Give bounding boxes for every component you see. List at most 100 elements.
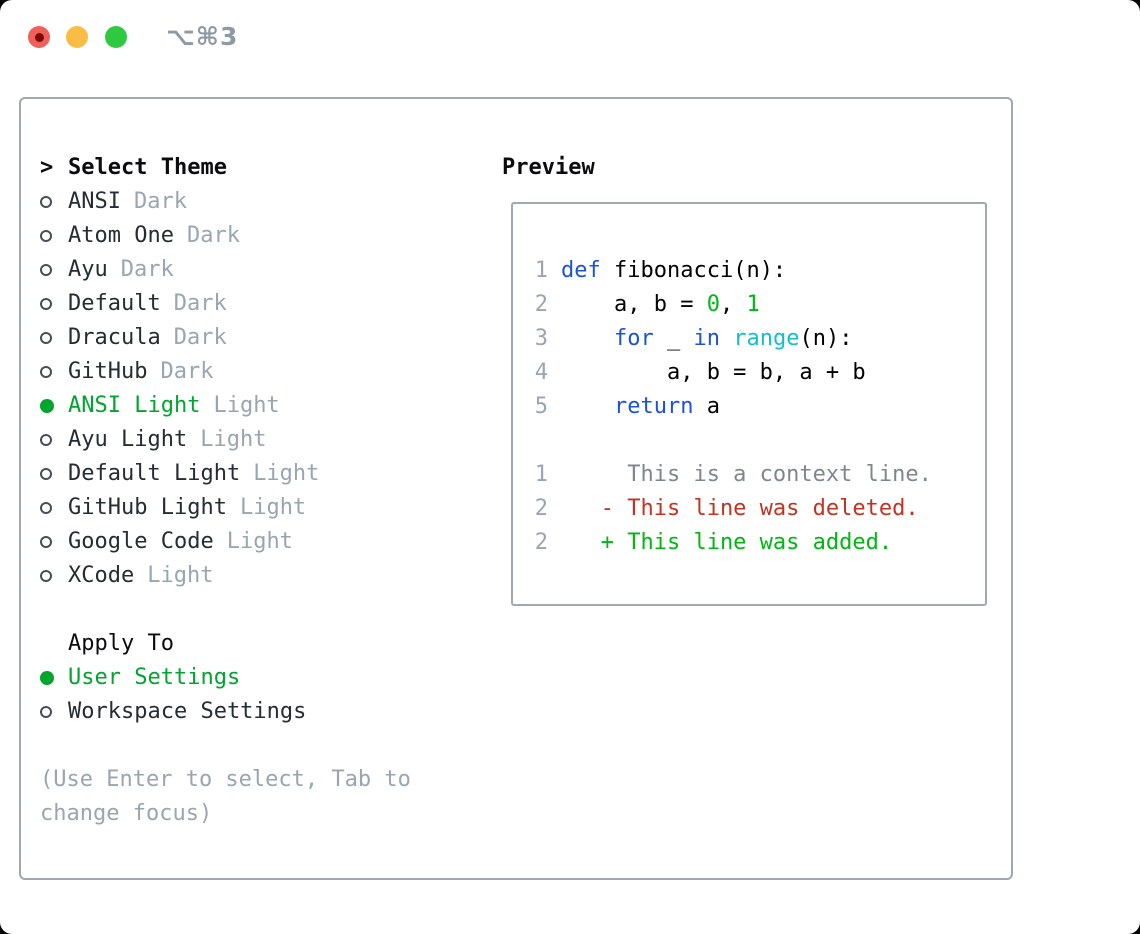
theme-option[interactable]: ANSI Light Light [40, 389, 470, 423]
code-line: 5 return a [534, 390, 985, 424]
apply-to-label: Apply To [68, 631, 174, 656]
theme-name: Atom One [68, 223, 174, 248]
theme-variant: Light [226, 529, 293, 554]
theme-variant: Dark [186, 223, 240, 248]
theme-variant: Light [213, 393, 280, 418]
code-line: 2 + This line was added. [534, 526, 985, 560]
apply-option[interactable]: User Settings [40, 661, 470, 695]
theme-name: ANSI [68, 189, 121, 214]
code-text: - This line was deleted. [561, 496, 919, 521]
apply-option-name: User Settings [68, 665, 241, 690]
radio-icon [40, 230, 68, 242]
theme-name: Ayu [68, 257, 108, 282]
select-theme-label: Select Theme [68, 155, 227, 180]
code-text: def fibonacci(n): [561, 258, 787, 283]
preview-header: Preview [502, 151, 595, 185]
theme-name: Default Light [68, 461, 241, 486]
theme-variant: Light [147, 563, 214, 588]
theme-option[interactable]: Dracula Dark [40, 321, 470, 355]
code-text: + This line was added. [561, 530, 893, 555]
theme-variant: Dark [160, 359, 214, 384]
titlebar: ⌥⌘3 [0, 0, 1140, 75]
theme-variant: Light [200, 427, 267, 452]
theme-name: Default [68, 291, 161, 316]
code-line [534, 424, 985, 458]
theme-name: Ayu Light [68, 427, 188, 452]
code-line: 2 - This line was deleted. [534, 492, 985, 526]
theme-variant: Dark [120, 257, 174, 282]
theme-option[interactable]: Ayu Light Light [40, 423, 470, 457]
help-text: (Use Enter to select, Tab to change focu… [40, 767, 411, 826]
theme-variant: Light [239, 495, 307, 520]
theme-option[interactable]: Default Light Light [40, 457, 470, 491]
radio-icon [40, 536, 68, 548]
theme-option[interactable]: GitHub Light Light [40, 491, 470, 525]
radio-icon [40, 332, 68, 344]
line-number: 1 [534, 258, 548, 283]
radio-icon [40, 434, 68, 446]
line-number: 2 [534, 530, 548, 555]
code-text: a, b = b, a + b [561, 360, 866, 385]
radio-icon [40, 502, 68, 514]
apply-to-header: Apply To [40, 627, 470, 661]
code-line: 1 def fibonacci(n): [534, 254, 985, 288]
theme-option[interactable]: XCode Light [40, 559, 470, 593]
maximize-button[interactable] [105, 26, 127, 48]
window-title: ⌥⌘3 [166, 22, 239, 51]
theme-option[interactable]: Default Dark [40, 287, 470, 321]
line-number: 2 [534, 496, 548, 521]
line-number [534, 424, 548, 458]
radio-icon [40, 196, 68, 208]
radio-icon [40, 298, 68, 310]
radio-icon [40, 366, 68, 378]
apply-option-name: Workspace Settings [68, 699, 307, 724]
theme-option[interactable]: GitHub Dark [40, 355, 470, 389]
theme-variant: Dark [173, 325, 227, 350]
code-line: 1 This is a context line. [534, 458, 985, 492]
line-number: 3 [534, 326, 548, 351]
theme-name: ANSI Light [68, 393, 201, 418]
radio-selected-icon [40, 399, 68, 413]
apply-option[interactable]: Workspace Settings [40, 695, 470, 729]
code-text: a, b = 0, 1 [561, 292, 760, 317]
theme-option[interactable]: Ayu Dark [40, 253, 470, 287]
close-button[interactable] [28, 26, 50, 48]
line-number: 5 [534, 394, 548, 419]
focus-caret-icon: > [40, 155, 54, 180]
theme-name: Dracula [68, 325, 161, 350]
close-dot-icon [34, 32, 44, 42]
radio-icon [40, 570, 68, 582]
code-text: This is a context line. [561, 462, 932, 487]
line-number: 4 [534, 360, 548, 385]
theme-variant: Light [253, 461, 320, 486]
theme-name: GitHub Light [68, 495, 227, 520]
theme-variant: Dark [173, 291, 227, 316]
theme-name: GitHub [68, 359, 148, 384]
theme-option[interactable]: ANSI Dark [40, 185, 470, 219]
select-theme-header: > Select Theme [40, 151, 470, 185]
radio-icon [40, 706, 68, 718]
code-line: 4 a, b = b, a + b [534, 356, 985, 390]
theme-option[interactable]: Atom One Dark [40, 219, 470, 253]
code-line: 2 a, b = 0, 1 [534, 288, 985, 322]
theme-name: Google Code [68, 529, 214, 554]
theme-name: XCode [68, 563, 135, 588]
code-line: 3 for _ in range(n): [534, 322, 985, 356]
line-number: 2 [534, 292, 548, 317]
line-number: 1 [534, 462, 548, 487]
preview-label: Preview [502, 155, 595, 180]
radio-icon [40, 468, 68, 480]
code-text: return a [613, 394, 720, 419]
minimize-button[interactable] [66, 26, 88, 48]
theme-option[interactable]: Google Code Light [40, 525, 470, 559]
theme-variant: Dark [133, 189, 187, 214]
radio-selected-icon [40, 671, 68, 685]
